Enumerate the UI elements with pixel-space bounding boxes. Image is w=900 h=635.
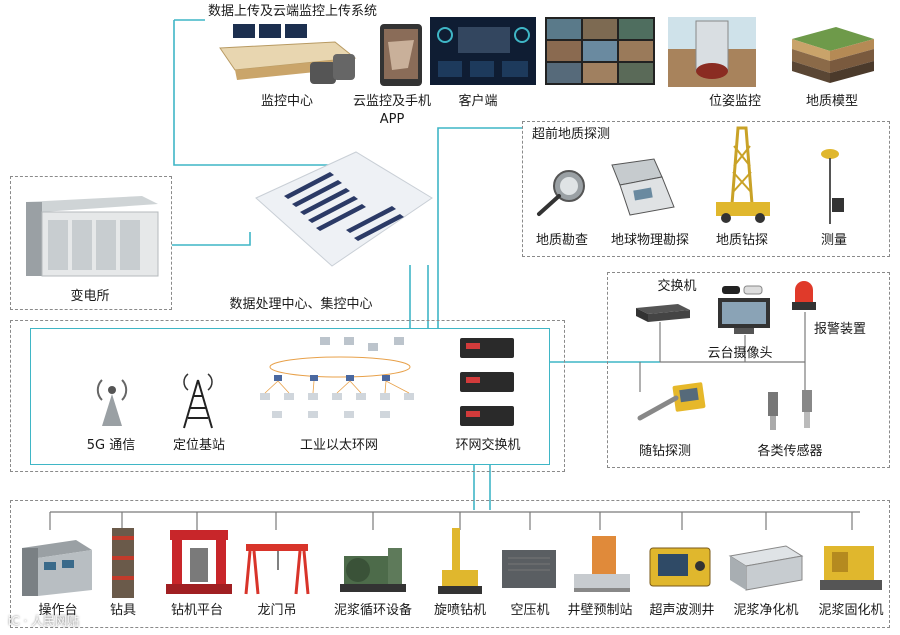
- network-switch-icon: [634, 302, 692, 324]
- top-item-label-0: 监控中心: [261, 94, 313, 110]
- control-desk-icon: [215, 18, 365, 90]
- gnss-survey-icon: [818, 146, 848, 226]
- 5g-antenna-icon: [94, 372, 130, 428]
- compass-icon: [535, 168, 591, 218]
- ring-switch-icon: [458, 336, 516, 428]
- network-item-label-0: 5G 通信: [87, 438, 135, 454]
- air-compressor-icon: [500, 546, 558, 592]
- top-item-label-4: 位姿监控: [709, 94, 761, 110]
- network-item-label-1: 定位基站: [173, 438, 225, 454]
- mwd-probe-icon: [636, 380, 710, 422]
- equipment-item-label-6: 空压机: [510, 603, 549, 619]
- device-item-label-4: 各类传感器: [757, 444, 822, 460]
- device-item-label-0: 交换机: [657, 279, 696, 295]
- device-item-label-1: 云台摄像头: [707, 346, 772, 362]
- network-item-label-3: 环网交换机: [455, 438, 520, 454]
- equipment-item-label-1: 钻具: [110, 603, 136, 619]
- link-geology: [438, 128, 522, 328]
- geo-item-label-0: 地质勘查: [536, 233, 588, 249]
- ultrasonic-logger-icon: [646, 544, 718, 590]
- geophysics-instrument-icon: [608, 155, 678, 221]
- top-item-label-1b: APP: [380, 112, 405, 128]
- link-substation: [172, 232, 250, 245]
- sensor-icon: [760, 388, 822, 434]
- borehole-pose-icon: [668, 17, 756, 87]
- datacenter-label: 数据处理中心、集控中心: [229, 297, 372, 313]
- alarm-light-icon: [791, 278, 817, 312]
- equipment-item-label-2: 钻机平台: [171, 603, 223, 619]
- prefab-station-icon: [572, 532, 632, 594]
- substation-icon: [22, 192, 160, 280]
- equipment-item-label-9: 泥浆净化机: [733, 603, 798, 619]
- geo-item-label-3: 测量: [821, 233, 847, 249]
- equipment-item-label-4: 泥浆循环设备: [334, 603, 412, 619]
- mud-purifier-icon: [726, 540, 806, 594]
- drill-rig-icon: [712, 126, 774, 224]
- top-item-label-2: 客户端: [458, 94, 497, 110]
- geo-item-label-2: 地质钻探: [716, 233, 768, 249]
- equipment-item-label-7: 井壁预制站: [567, 603, 632, 619]
- server-room-icon: [246, 148, 436, 270]
- device-item-label-3: 随钻探测: [639, 444, 691, 460]
- dashboard-screen-icon: [430, 17, 536, 85]
- network-item-label-2: 工业以太环网: [300, 438, 378, 454]
- equipment-item-label-3: 龙门吊: [257, 603, 296, 619]
- ptz-camera-icon: [714, 284, 774, 336]
- drill-platform-icon: [164, 526, 234, 598]
- equipment-item-label-8: 超声波测井: [649, 603, 714, 619]
- gantry-crane-icon: [244, 540, 310, 596]
- watermark: iC · 人民网贴: [8, 612, 79, 629]
- video-wall-icon: [545, 17, 655, 85]
- radio-tower-icon: [176, 370, 220, 430]
- equipment-item-label-10: 泥浆固化机: [818, 603, 883, 619]
- geo-title: 超前地质探测: [532, 127, 610, 143]
- equipment-item-label-5: 旋喷钻机: [434, 603, 486, 619]
- geo-item-label-1: 地球物理勘探: [611, 233, 689, 249]
- tablet-icon: [378, 22, 424, 88]
- geology-model-icon: [786, 17, 878, 87]
- mud-solidifier-icon: [818, 538, 884, 594]
- drill-tool-icon: [106, 526, 140, 600]
- top-item-label-1: 云监控及手机: [353, 94, 431, 110]
- top-item-label-5: 地质模型: [806, 94, 858, 110]
- device-item-label-2: 报警装置: [814, 322, 866, 338]
- jet-grouting-rig-icon: [434, 526, 486, 598]
- mud-pump-icon: [338, 538, 410, 596]
- substation-label: 变电所: [70, 289, 109, 305]
- ethernet-ring-diagram-icon: [250, 335, 430, 431]
- console-icon: [20, 536, 94, 598]
